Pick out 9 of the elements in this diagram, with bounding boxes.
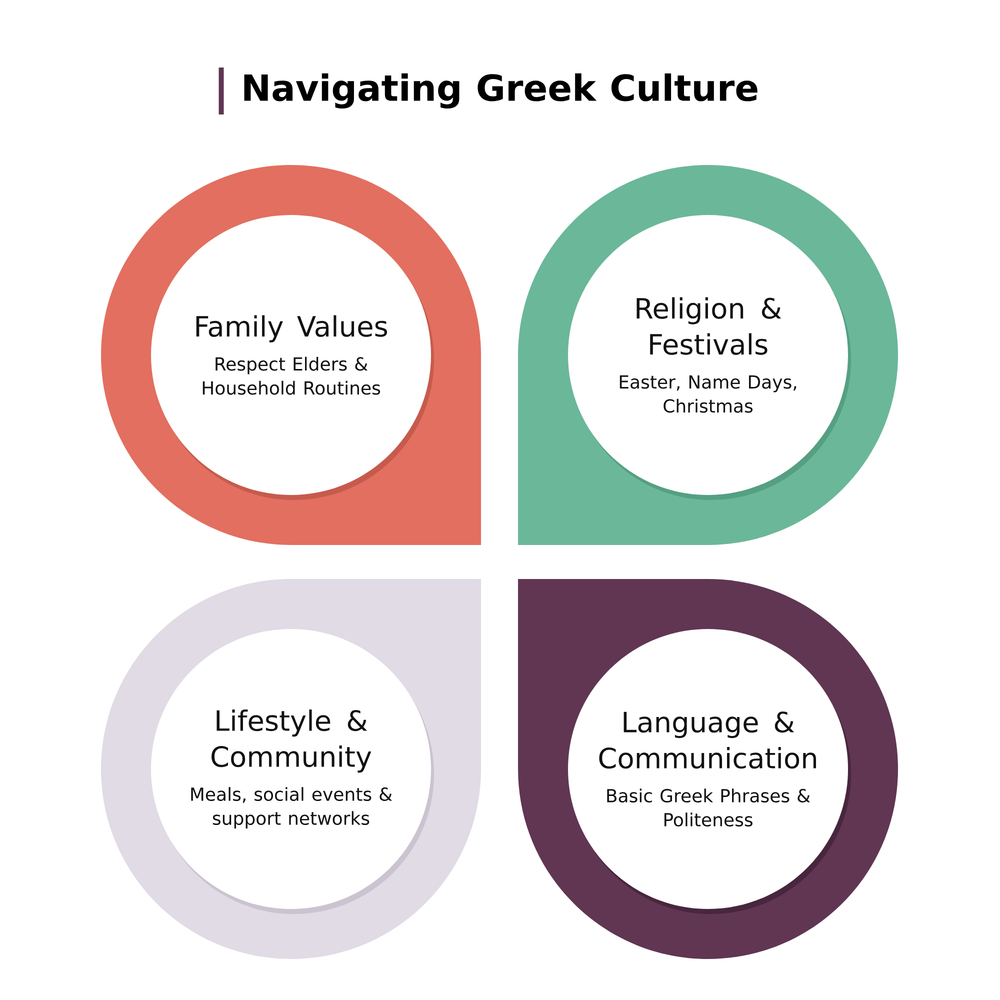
description: Meals, social events & support networks: [191, 787, 392, 828]
heading: Family Values: [196, 315, 388, 342]
heading: Lifestyle & Community: [212, 710, 372, 773]
description: Easter, Name Days, Christmas: [620, 375, 796, 413]
title: Navigating Greek Culture: [244, 73, 758, 109]
heading: Language & Communication: [599, 711, 816, 769]
description: Respect Elders & Household Routines: [202, 356, 380, 395]
description: Basic Greek Phrases & Politeness: [607, 788, 810, 826]
heading: Religion & Festivals: [636, 297, 782, 355]
